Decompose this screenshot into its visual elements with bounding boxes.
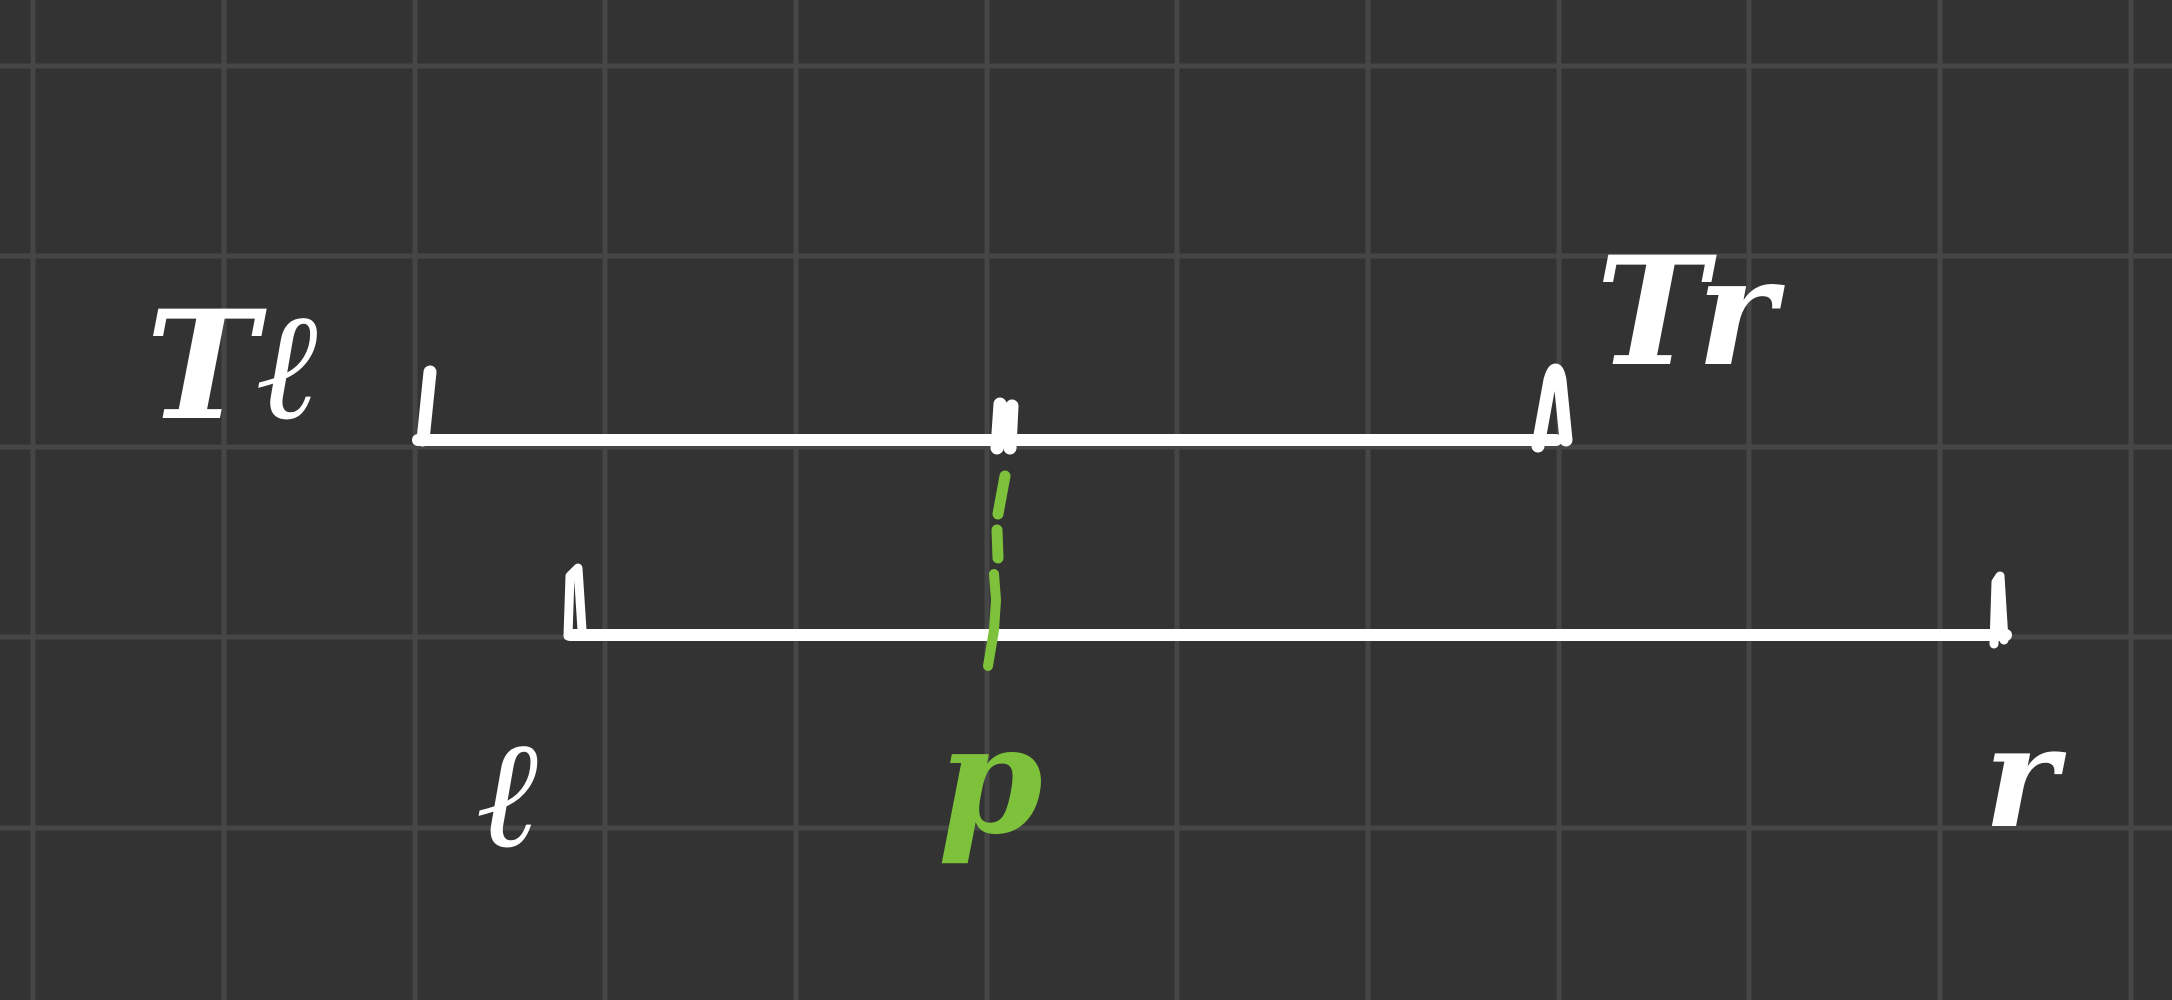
bottom-segment <box>563 563 2012 649</box>
projection-dash-1 <box>992 470 1011 520</box>
top-segment-middle-tick <box>990 397 1007 455</box>
projection-dash-2 <box>991 524 1004 564</box>
bottom-segment-right-tick <box>1989 571 2009 649</box>
top-segment <box>412 363 1573 455</box>
label-top-left: Tℓ <box>146 278 322 454</box>
label-point-p: p <box>938 692 1043 868</box>
label-bottom-right: r <box>1984 696 2067 860</box>
label-top-right: Tr <box>1596 224 1786 400</box>
label-bottom-left: ℓ <box>478 706 542 882</box>
top-segment-right-tick <box>1531 363 1573 453</box>
top-segment-left-tick <box>416 365 437 447</box>
projection-dashes <box>983 470 1011 671</box>
projection-dash-3 <box>983 569 1001 671</box>
bottom-segment-left-tick <box>563 563 587 641</box>
top-segment-middle-tick-2 <box>1003 399 1019 455</box>
